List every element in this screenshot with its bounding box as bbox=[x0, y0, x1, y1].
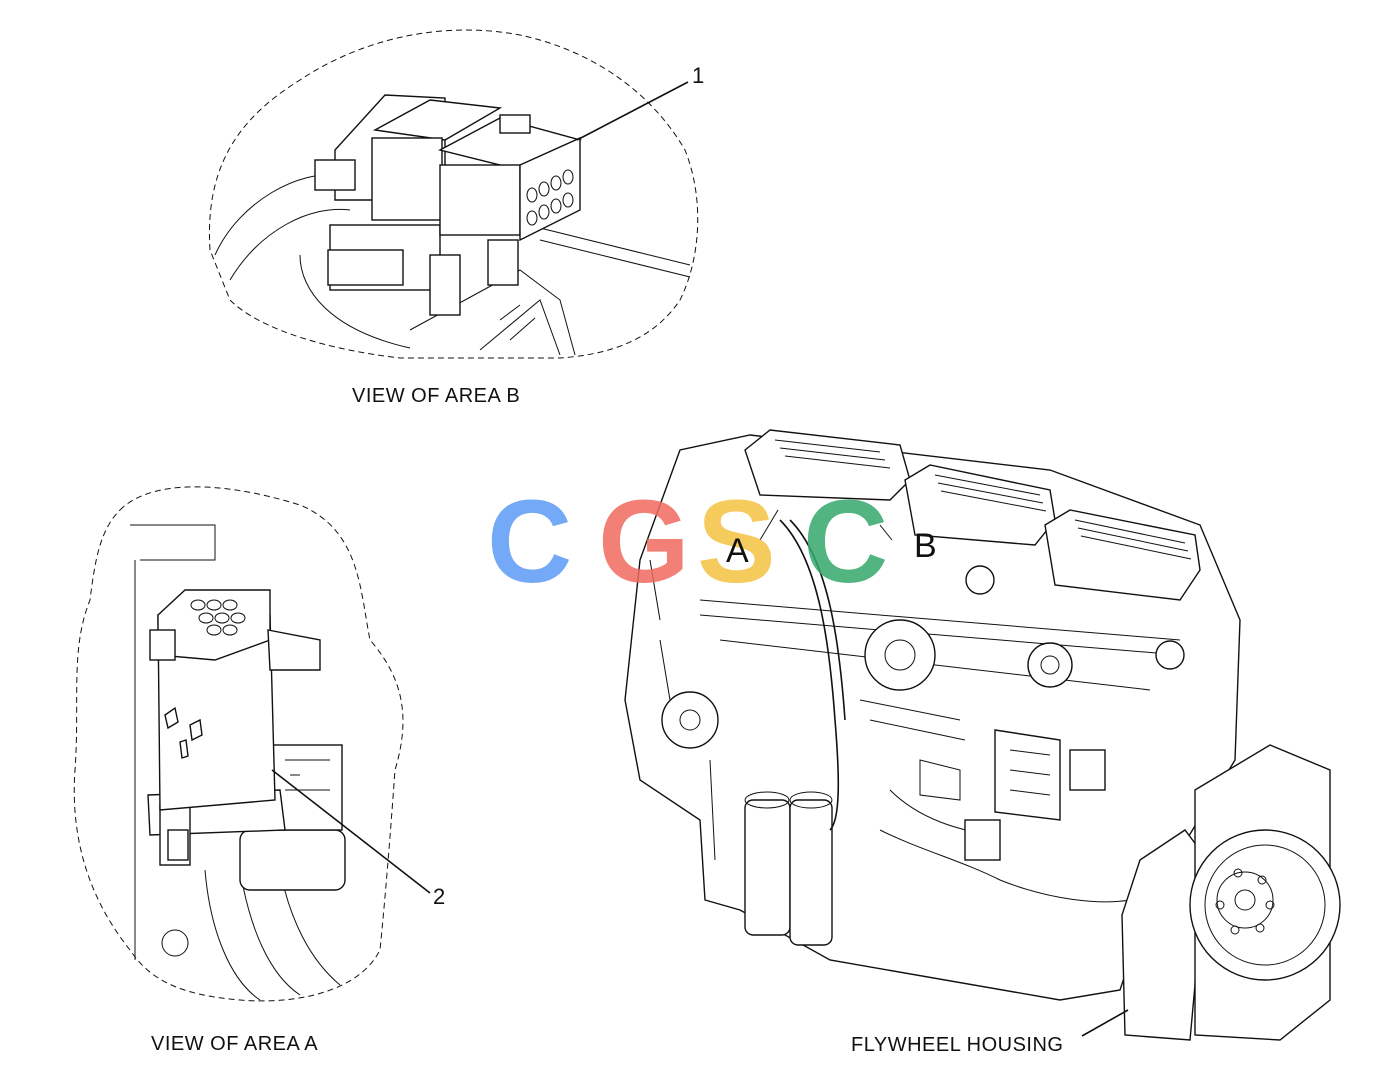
leader-line-flywheel bbox=[1081, 1009, 1129, 1037]
engine-illustration bbox=[624, 429, 1341, 1041]
leader-line-area-a bbox=[759, 509, 779, 541]
leader-line-area-b bbox=[879, 524, 893, 541]
watermark-letter-c2: C bbox=[803, 476, 888, 608]
connector-pin-holes-a bbox=[190, 599, 246, 636]
callout-1: 1 bbox=[692, 63, 704, 88]
area-label-b: B bbox=[914, 527, 937, 565]
callout-2: 2 bbox=[433, 884, 445, 909]
leader-line-1 bbox=[576, 81, 689, 141]
caption-view-area-a: VIEW OF AREA A bbox=[151, 1033, 318, 1055]
area-label-a: A bbox=[726, 532, 749, 570]
watermark-letter-g: G bbox=[598, 476, 690, 608]
watermark-letter-c1: C bbox=[487, 476, 572, 608]
detail-view-area-a: 2 bbox=[73, 486, 445, 1002]
caption-view-area-b: VIEW OF AREA B bbox=[352, 385, 520, 407]
watermark-letter-s: S bbox=[697, 476, 776, 608]
detail-view-area-b: 1 bbox=[208, 29, 704, 359]
caption-flywheel-housing: FLYWHEEL HOUSING bbox=[851, 1034, 1063, 1056]
watermark-logo: C G S C bbox=[487, 476, 888, 608]
connector-pin-holes-b bbox=[526, 169, 574, 226]
leader-line-2 bbox=[271, 769, 431, 894]
